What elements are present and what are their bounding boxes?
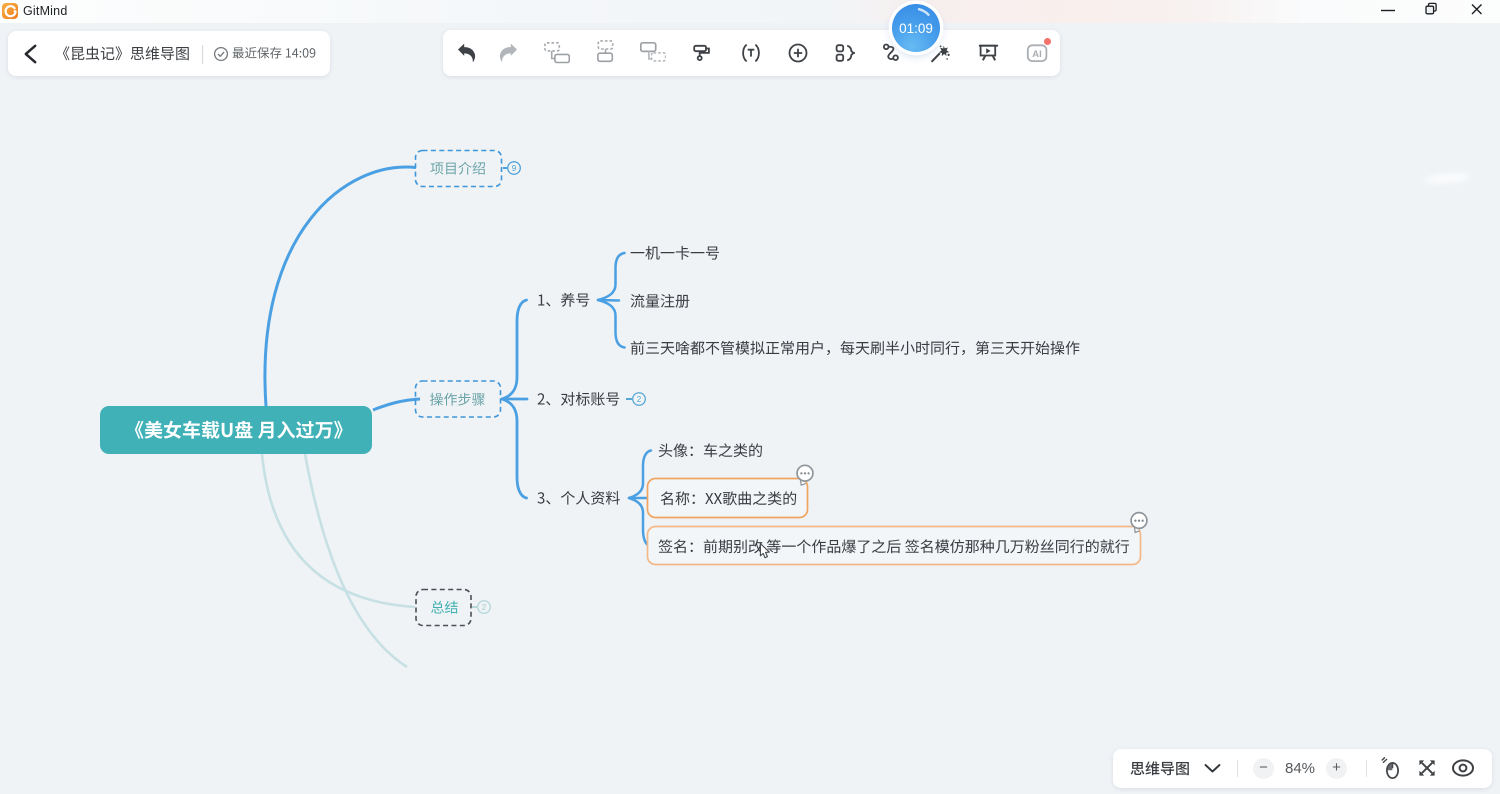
svg-text:2: 2 [637, 395, 642, 404]
svg-text:AI: AI [1032, 49, 1042, 60]
svg-text:2: 2 [482, 603, 487, 612]
svg-text:9: 9 [512, 164, 517, 173]
